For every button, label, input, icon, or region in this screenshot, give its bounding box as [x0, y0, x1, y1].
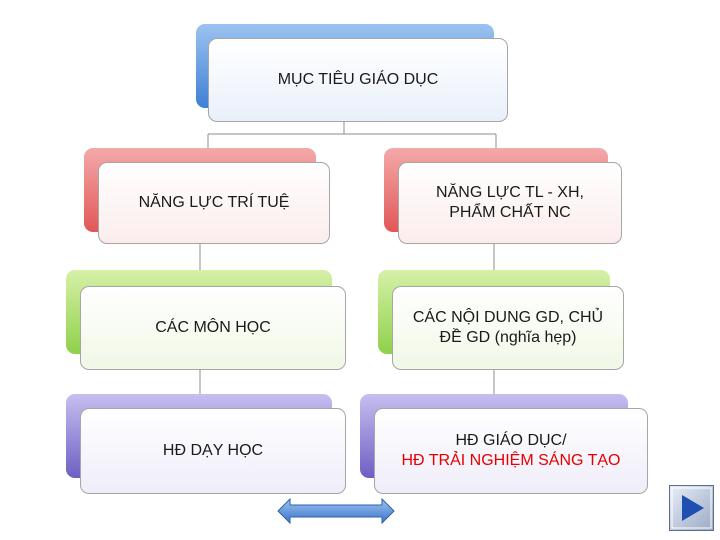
left-node-3-label: HĐ DẠY HỌC — [162, 442, 264, 459]
double-arrow-icon[interactable] — [277, 498, 395, 524]
right-node-3-line2: HĐ TRẢI NGHIỆM SÁNG TẠO — [401, 452, 621, 469]
left-node-1-label: NĂNG LỰC TRÍ TUỆ — [138, 194, 290, 211]
left-node-2-label: CÁC MÔN HỌC — [155, 319, 271, 336]
root-label: MỤC TIÊU GIÁO DỤC — [277, 71, 439, 88]
right-node-2-line2: ĐỀ GD (nghĩa hẹp) — [439, 329, 577, 346]
right-node-3-line1: HĐ GIÁO DỤC/ — [455, 432, 567, 449]
right-node-1-line1: NĂNG LỰC TL - XH, — [436, 184, 584, 201]
right-node-1-line2: PHẨM CHẤT NC — [449, 204, 571, 221]
right-node-2-line1: CÁC NỘI DUNG GD, CHỦ — [412, 309, 604, 326]
play-next-icon[interactable] — [669, 485, 714, 531]
